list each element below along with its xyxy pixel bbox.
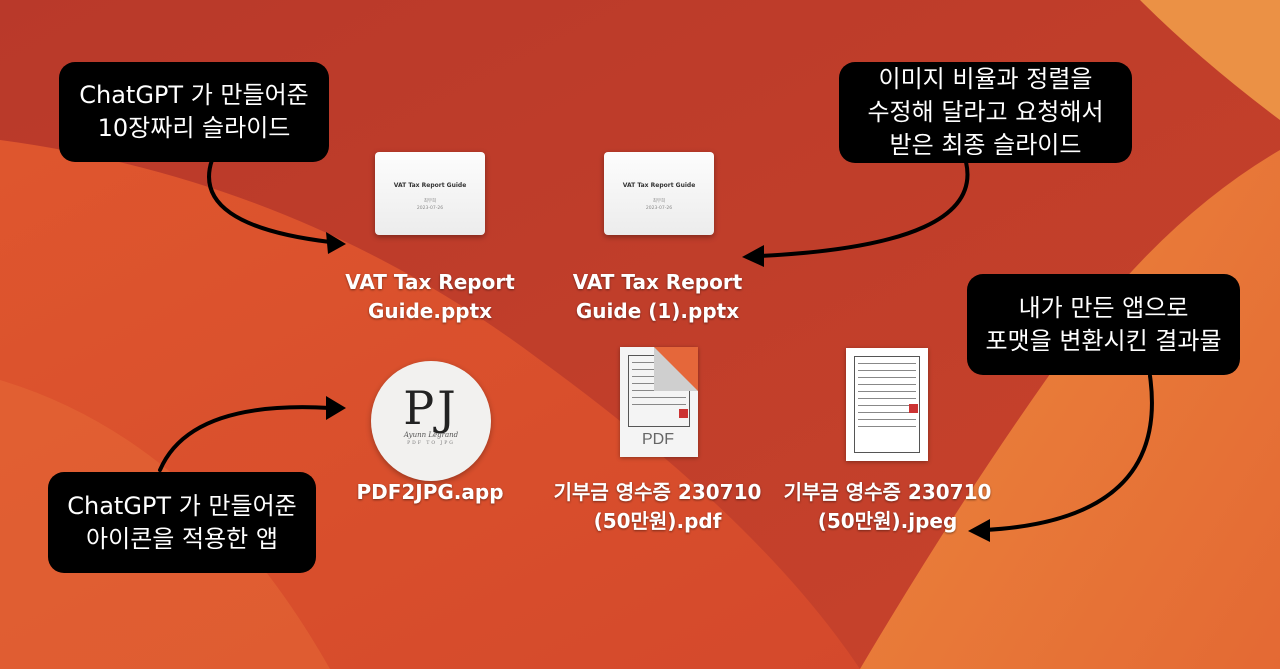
stamp-icon (679, 409, 688, 418)
arrow-to-jpeg (983, 374, 1154, 532)
arrows (158, 158, 1154, 532)
app-monogram: PJ (403, 381, 459, 435)
arrowhead-pptx2 (742, 245, 764, 267)
pptx-copy-file-name[interactable]: VAT Tax Report Guide (1).pptx (572, 270, 743, 323)
app-script-text: Ayunn Legrand (403, 431, 459, 439)
stamp-icon (909, 404, 918, 413)
page-fold-icon (654, 347, 698, 391)
slide-thumbnail-title: VAT Tax Report Guide (393, 182, 467, 189)
slide-thumbnail-date: 2023-07-26 (645, 206, 673, 211)
pptx-file-icon[interactable]: VAT Tax Report Guide 최무희 2023-07-26 (375, 152, 485, 235)
pdf2jpg-app-icon[interactable]: PJ Ayunn Legrand PDF TO JPG (371, 361, 491, 481)
jpeg-file-name[interactable]: 기부금 영수증 230710 (50만원).jpeg (783, 480, 992, 533)
receipt-preview-icon (854, 356, 920, 453)
annotation-final-slides-bubble: 이미지 비율과 정렬을 수정해 달라고 요청해서 받은 최종 슬라이드 (839, 62, 1132, 163)
slide-thumbnail-title: VAT Tax Report Guide (622, 182, 696, 189)
pptx-copy-file-icon[interactable]: VAT Tax Report Guide 최무희 2023-07-26 (604, 152, 714, 235)
pdf-file-icon[interactable]: PDF (620, 347, 698, 457)
pdf-badge: PDF (642, 431, 674, 448)
arrow-to-pptx2 (758, 160, 970, 258)
app-sub-text: PDF TO JPG (407, 441, 455, 446)
slide-thumbnail-author: 최무희 (423, 199, 437, 204)
arrowhead-app (326, 396, 346, 420)
annotation-app-icon-bubble: ChatGPT 가 만들어준 아이콘을 적용한 앱 (48, 472, 316, 573)
arrowhead-pptx1 (326, 232, 346, 254)
arrowhead-jpeg (968, 519, 990, 542)
app-file-name[interactable]: PDF2JPG.app (356, 480, 504, 504)
annotation-converted-bubble: 내가 만든 앱으로 포맷을 변환시킨 결과물 (967, 274, 1240, 375)
jpeg-file-icon[interactable] (846, 348, 928, 461)
arrow-to-pptx1 (207, 158, 332, 244)
slide-thumbnail-author: 최무희 (652, 199, 666, 204)
pdf-file-name[interactable]: 기부금 영수증 230710 (50만원).pdf (553, 480, 762, 533)
arrow-to-app (158, 405, 332, 472)
pptx-file-name[interactable]: VAT Tax Report Guide.pptx (345, 270, 515, 323)
slide-thumbnail-date: 2023-07-26 (416, 206, 444, 211)
annotation-slides-bubble: ChatGPT 가 만들어준 10장짜리 슬라이드 (59, 62, 329, 162)
